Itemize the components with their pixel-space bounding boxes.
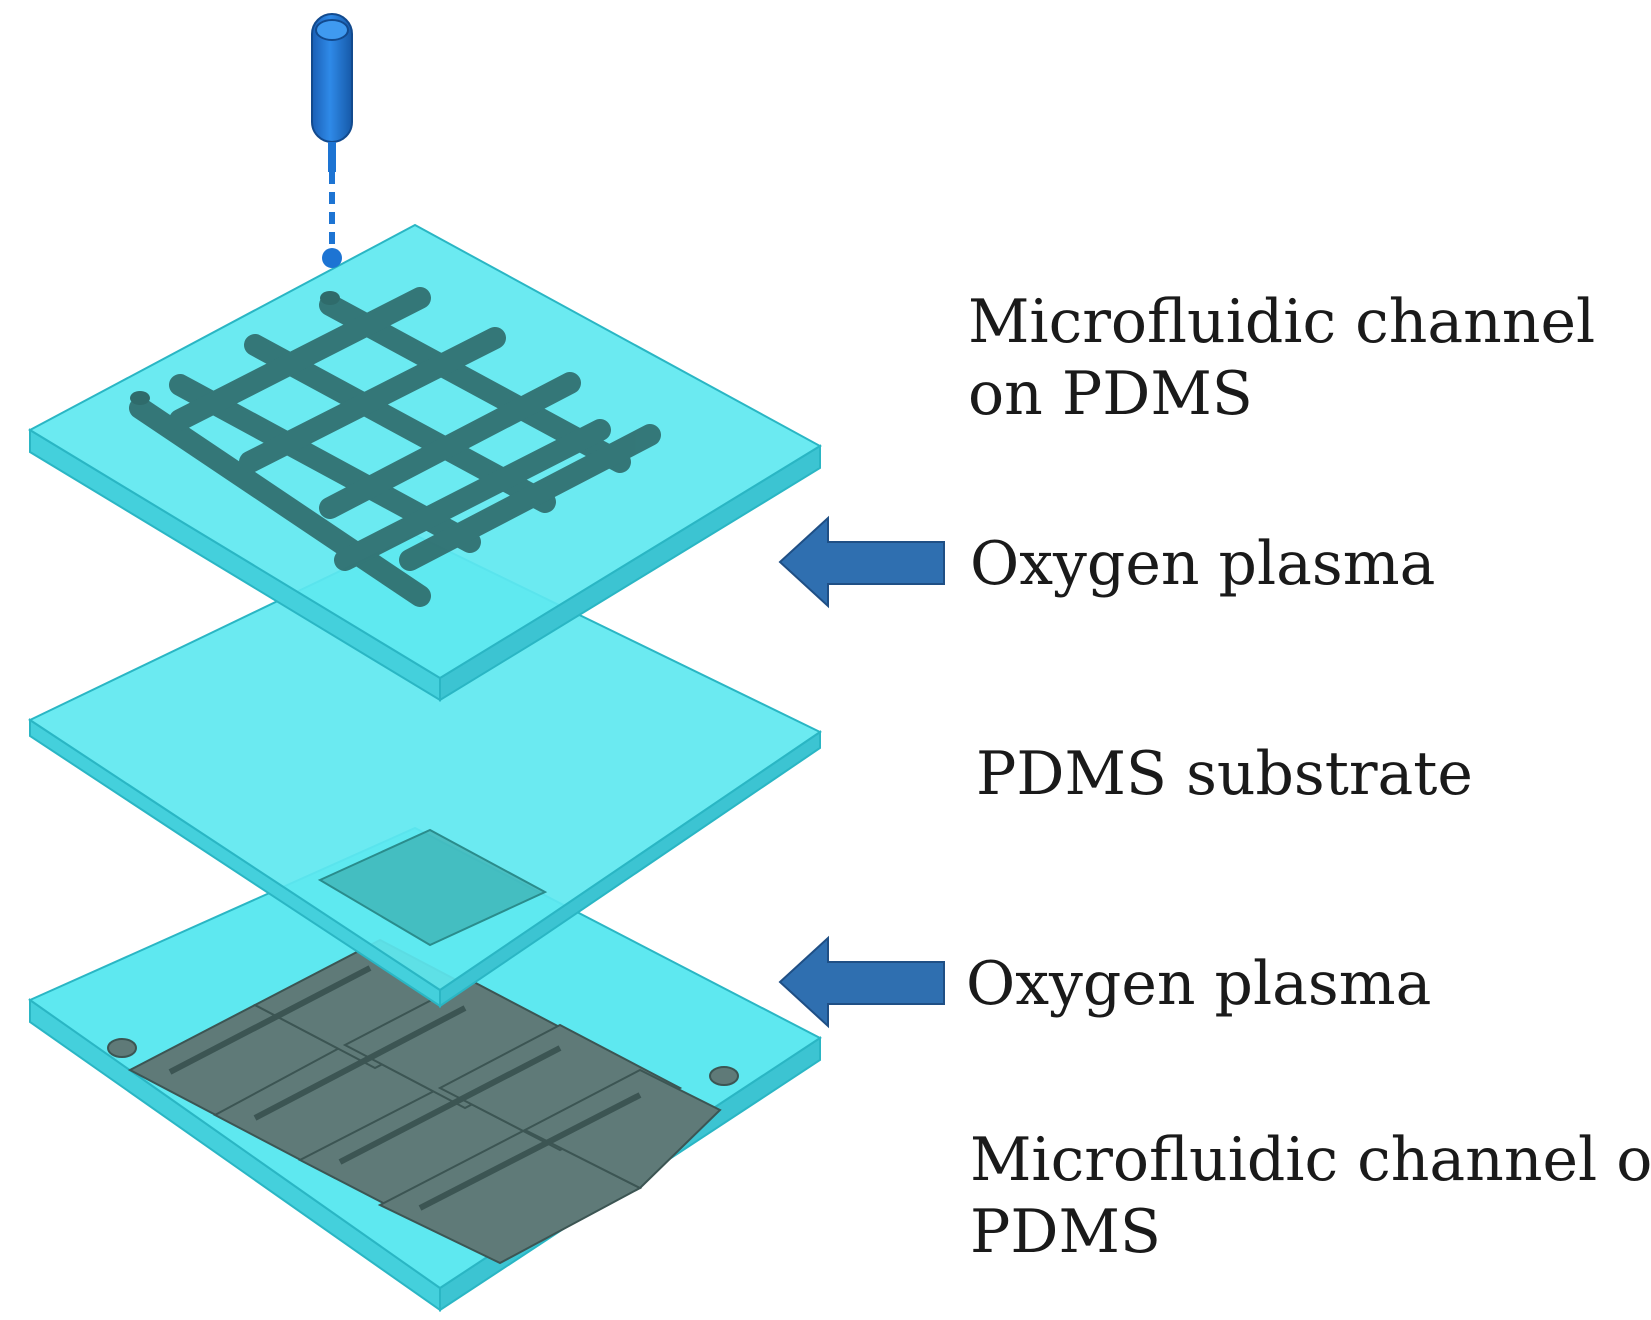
syringe-icon [311, 13, 353, 268]
top-layer-label-line2: on PDMS [968, 359, 1253, 429]
oxygen-plasma-top-label: Oxygen plasma [970, 529, 1436, 599]
top-layer-label: Microfluidic channel on PDMS [968, 286, 1595, 430]
oxygen-plasma-top-arrow [778, 515, 945, 609]
oxygen-plasma-bottom-arrow [778, 935, 945, 1029]
bottom-layer-label-line2: PDMS [970, 1197, 1162, 1267]
bottom-channel-electrodes [107, 938, 739, 1265]
top-channel-ports [130, 291, 340, 405]
top-grid-channels [129, 287, 661, 607]
bottom-layer-label-line1: Microfluidic channel on [970, 1125, 1651, 1195]
middle-pdms-substrate [27, 533, 822, 1008]
top-layer-label-line1: Microfluidic channel [968, 287, 1596, 357]
bottom-layer-label: Microfluidic channel on PDMS [970, 1124, 1651, 1268]
oxygen-plasma-bottom-label: Oxygen plasma [966, 949, 1432, 1019]
pdms-substrate-label: PDMS substrate [976, 739, 1473, 809]
